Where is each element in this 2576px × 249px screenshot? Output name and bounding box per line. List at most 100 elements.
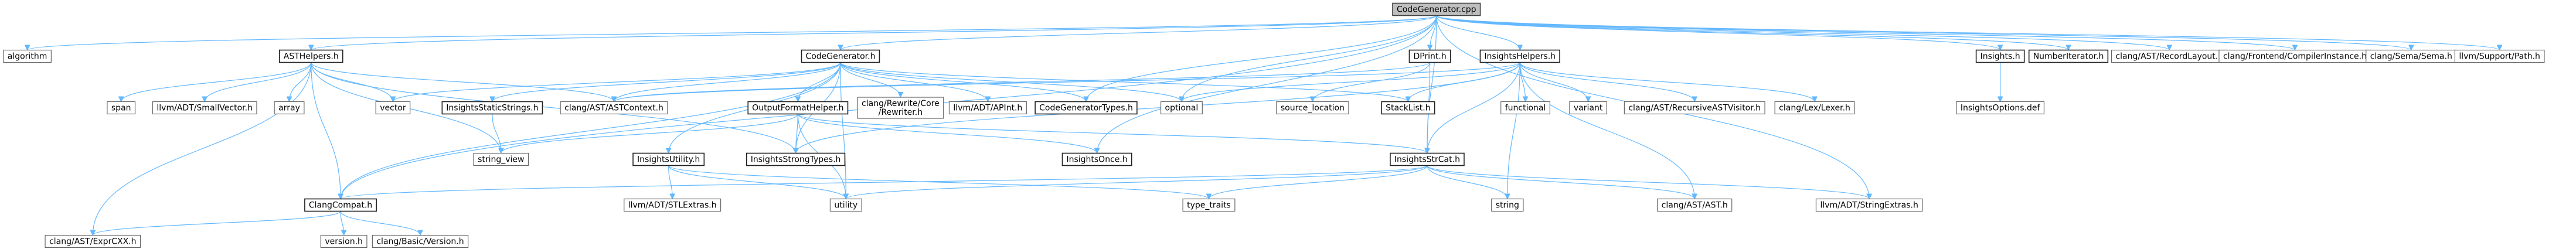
- node-box: [747, 101, 849, 115]
- node-clangcompat[interactable]: ClangCompat.h: [304, 198, 377, 212]
- edge-insightsutility-to-type_traits: [668, 165, 1209, 200]
- edge-asthelpers-to-smallvector: [205, 62, 312, 102]
- node-label: InsightsOptions.def: [1961, 104, 2041, 113]
- node-label: clang/AST/ExprCXX.h: [49, 237, 136, 247]
- node-box: [3, 49, 52, 63]
- node-dprint[interactable]: DPrint.h: [1408, 49, 1451, 63]
- node-box: [1381, 101, 1435, 115]
- node-label: InsightsOnce.h: [1066, 155, 1127, 165]
- edge-insightsutility-to-stlextras: [668, 165, 673, 199]
- node-label: llvm/ADT/APInt.h: [953, 104, 1022, 113]
- node-box: [948, 101, 1027, 115]
- edge-codegeneratorh-to-apint: [840, 62, 988, 102]
- node-insightsstaticstrings[interactable]: InsightsStaticStrings.h: [441, 101, 543, 115]
- node-label: InsightsHelpers.h: [1484, 52, 1556, 62]
- node-asth: clang/AST/AST.h: [1657, 198, 1733, 212]
- edge-insightshelpers-to-recursiveastvisitor: [1519, 62, 1694, 102]
- node-label: vector: [380, 104, 406, 113]
- node-insightsstrcat[interactable]: InsightsStrCat.h: [1390, 152, 1465, 166]
- node-root[interactable]: CodeGenerator.cpp: [1392, 2, 1481, 16]
- node-box: [1061, 152, 1132, 166]
- edge-root-to-codegeneratorh: [840, 15, 1437, 51]
- node-optional: optional: [1160, 101, 1203, 115]
- node-span: span: [107, 101, 136, 115]
- edge-root-to-insights: [1436, 15, 2000, 51]
- node-insights[interactable]: Insights.h: [1975, 49, 2025, 63]
- edge-root-to-asthelpers: [311, 15, 1437, 51]
- edge-asthelpers-to-astcontext: [311, 62, 614, 102]
- edge-clangcompat-to-basicversion: [340, 211, 420, 236]
- edge-insightsstrcat-to-type_traits: [1209, 165, 1428, 199]
- node-insightsutility[interactable]: InsightsUtility.h: [632, 152, 705, 166]
- edge-clangcompat-to-version: [340, 211, 344, 236]
- node-functional: functional: [1500, 101, 1550, 115]
- node-utility: utility: [829, 198, 862, 212]
- node-box: [1392, 2, 1481, 16]
- edge-codegeneratorh-to-codegeneratortypes: [840, 62, 1086, 102]
- node-rewritecore: clang/Rewrite/Core/Rewriter.h: [857, 97, 944, 119]
- node-label: clang/AST/AST.h: [1662, 201, 1728, 210]
- node-insightsonce[interactable]: InsightsOnce.h: [1061, 152, 1132, 166]
- node-box: [1182, 198, 1236, 212]
- node-insightsstrongtypes[interactable]: InsightsStrongTypes.h: [746, 152, 846, 166]
- node-path: llvm/Support/Path.h: [2454, 49, 2545, 63]
- edge-codegeneratorh-to-outputformathelper: [798, 62, 841, 102]
- node-label: CodeGenerator.h: [805, 52, 875, 62]
- node-asthelpers[interactable]: ASTHelpers.h: [278, 49, 343, 63]
- edge-asthelpers-to-exprcxx: [93, 62, 312, 236]
- node-stacklist[interactable]: StackList.h: [1381, 101, 1435, 115]
- node-label: llvm/Support/Path.h: [2459, 52, 2540, 62]
- node-stlextras: llvm/ADT/STLExtras.h: [624, 198, 722, 212]
- node-box: [2028, 49, 2109, 63]
- node-label: llvm/ADT/STLExtras.h: [628, 201, 717, 210]
- node-codegeneratortypes[interactable]: CodeGeneratorTypes.h: [1035, 101, 1138, 115]
- node-type-traits: type_traits: [1182, 198, 1236, 212]
- node-box: [1500, 101, 1550, 115]
- edge-insightsstaticstrings-to-string_view: [492, 114, 501, 154]
- node-box: [441, 101, 543, 115]
- node-compilerinstance: clang/Frontend/CompilerInstance.h: [2218, 49, 2371, 63]
- node-source-location: source_location: [1276, 101, 1349, 115]
- node-label: clang/AST/RecursiveASTVisitor.h: [1628, 104, 1761, 113]
- node-version: version.h: [320, 234, 367, 248]
- edge-asthelpers-to-clangcompat: [311, 62, 341, 199]
- edge-root-to-insightshelpers: [1436, 15, 1520, 50]
- edge-codegeneratorh-to-utility: [840, 62, 846, 199]
- edge-insightshelpers-to-astcontext: [614, 62, 1520, 102]
- node-numberiterator[interactable]: NumberIterator.h: [2028, 49, 2109, 63]
- node-box: [1390, 152, 1465, 166]
- node-box: [1491, 198, 1524, 212]
- edge-dprint-to-source_location: [1312, 62, 1431, 102]
- edge-insightshelpers-to-lexer: [1519, 62, 1815, 102]
- node-box: [1774, 101, 1855, 115]
- node-label: array: [278, 104, 300, 113]
- node-label: clang/Frontend/CompilerInstance.h: [2223, 52, 2367, 62]
- node-box: [320, 234, 367, 248]
- node-box: [107, 101, 136, 115]
- node-codegeneratorh[interactable]: CodeGenerator.h: [801, 49, 880, 63]
- edge-outputformathelper-to-string_view: [501, 114, 798, 154]
- node-box: [1975, 49, 2025, 63]
- node-insightshelpers[interactable]: InsightsHelpers.h: [1479, 49, 1560, 63]
- node-stringextras: llvm/ADT/StringExtras.h: [1815, 198, 1923, 212]
- node-box: [45, 234, 141, 248]
- edge-root-to-path: [1436, 15, 2500, 51]
- edge-insightshelpers-to-insightsstrcat: [1427, 62, 1520, 154]
- edge-outputformathelper-to-insightsstrongtypes: [796, 114, 798, 154]
- edge-root-to-compilerinstance: [1436, 15, 2295, 51]
- node-label: source_location: [1281, 104, 1345, 113]
- node-label: /Rewriter.h: [879, 108, 923, 117]
- node-label: CodeGenerator.cpp: [1397, 5, 1476, 15]
- node-box: [746, 152, 846, 166]
- node-label: InsightsStaticStrings.h: [446, 104, 538, 113]
- edge-asthelpers-to-span: [121, 62, 312, 102]
- edge-asthelpers-to-vector: [311, 62, 393, 102]
- node-box: [1569, 101, 1607, 115]
- node-label: clang/Sema/Sema.h: [2370, 52, 2452, 62]
- edge-root-to-insightsonce: [1097, 15, 1437, 154]
- node-outputformathelper[interactable]: OutputFormatHelper.h: [747, 101, 849, 115]
- node-astcontext: clang/AST/ASTContext.h: [560, 101, 668, 115]
- node-insightsoptions: InsightsOptions.def: [1956, 101, 2045, 115]
- node-recordlayout: clang/AST/RecordLayout.h: [2111, 49, 2228, 63]
